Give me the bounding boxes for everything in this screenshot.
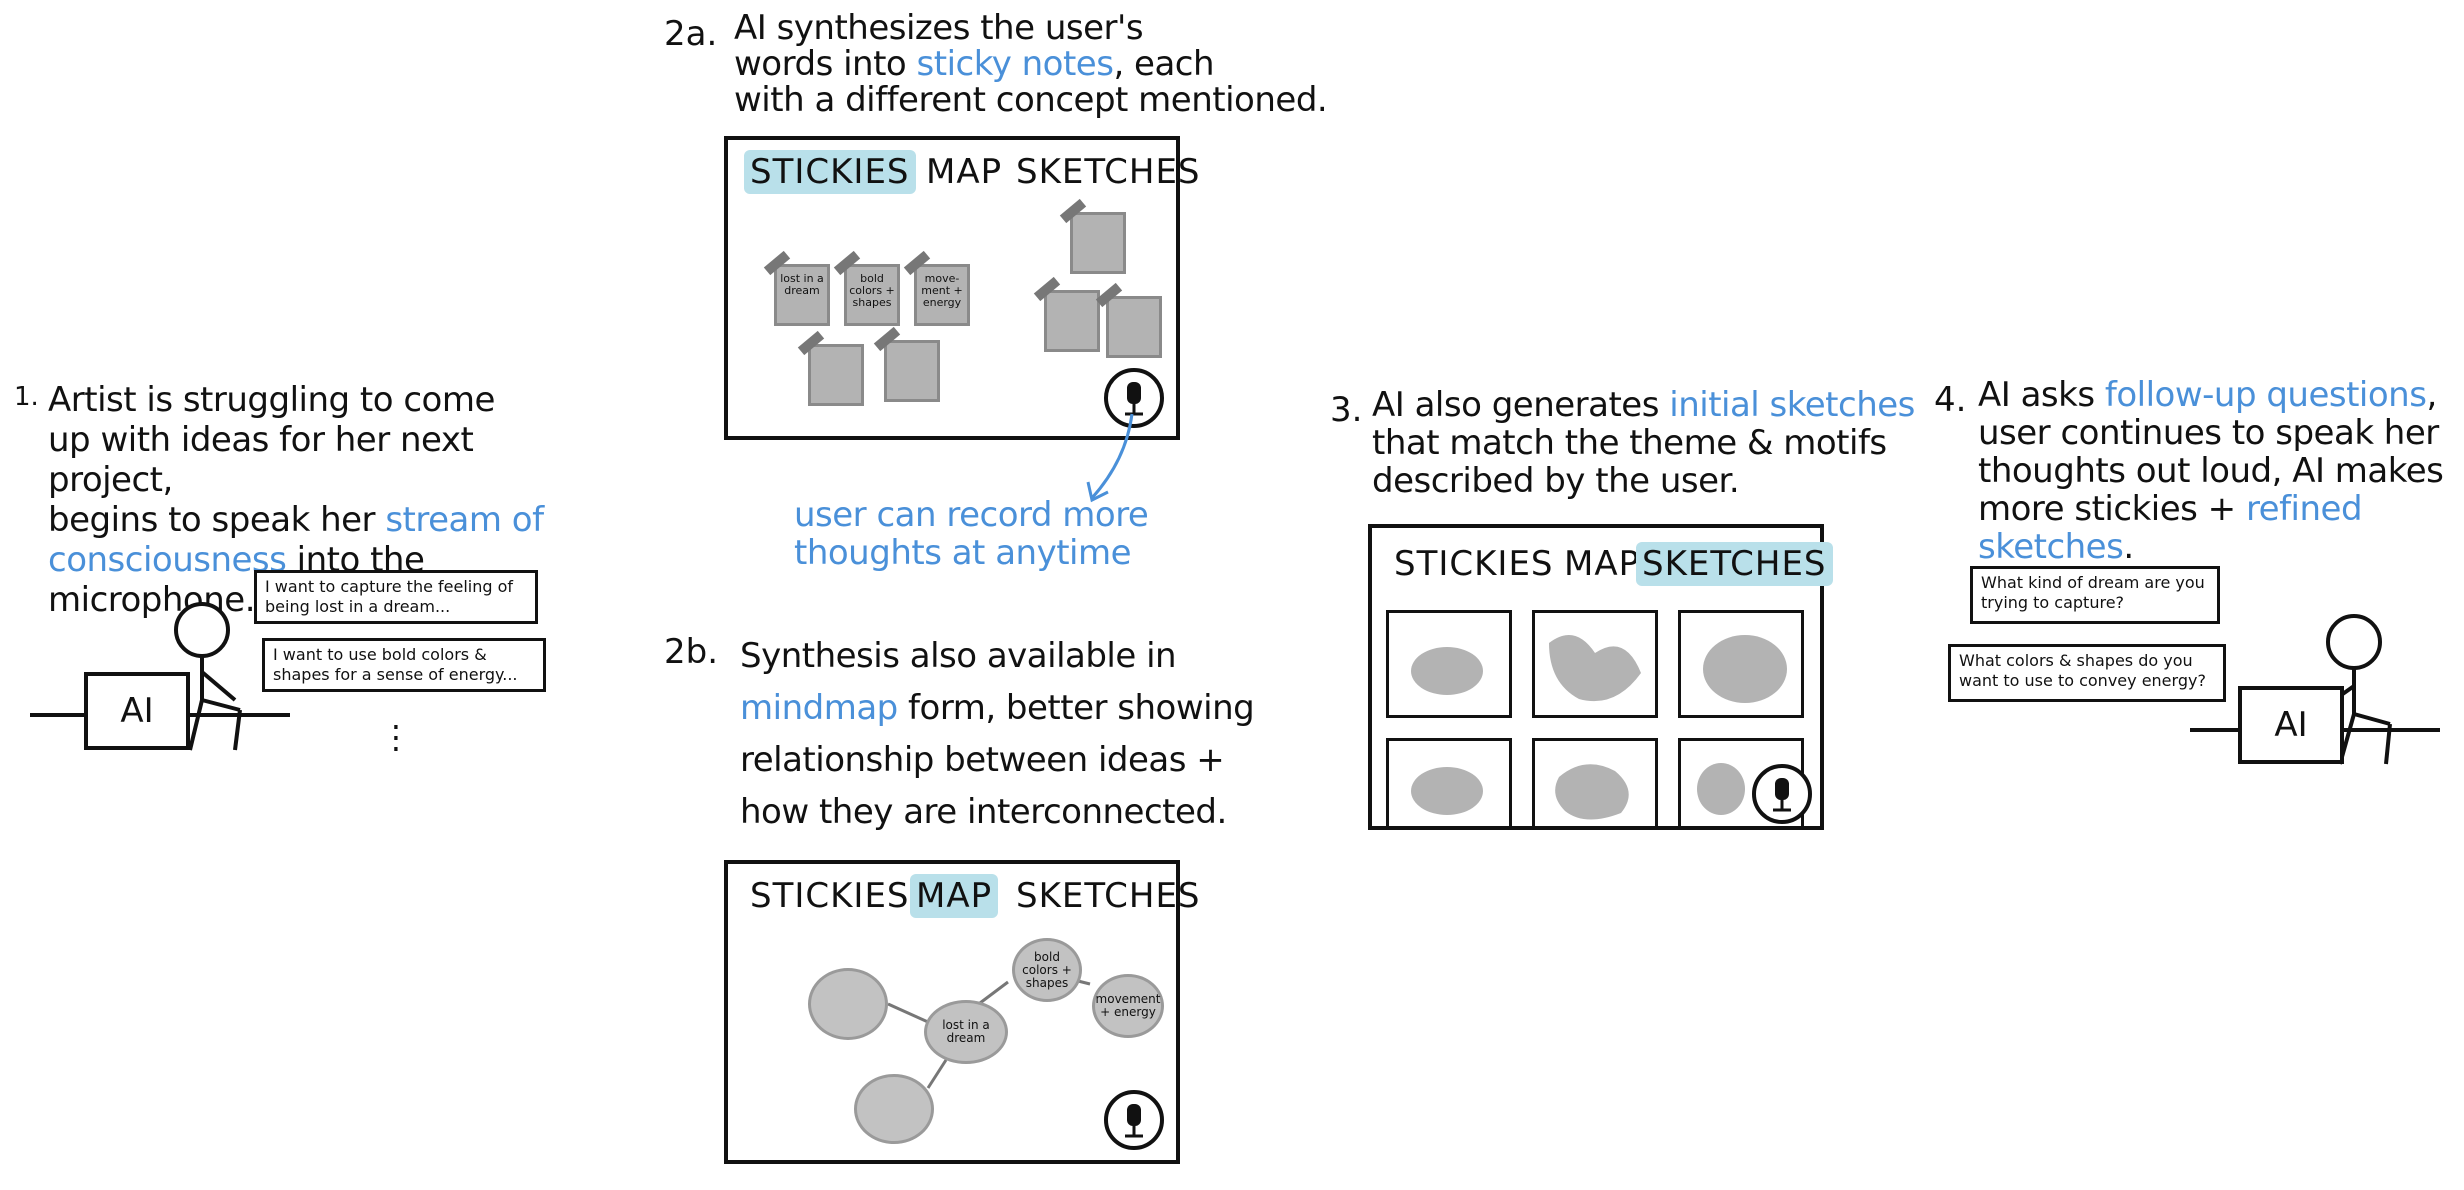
annotation-arrow <box>1086 413 1134 503</box>
sticky-note[interactable] <box>884 340 940 402</box>
record-button[interactable] <box>1752 764 1812 824</box>
artist-figure <box>30 602 290 751</box>
tab-stickies[interactable]: STICKIES <box>744 150 916 194</box>
step3-number: 3. <box>1330 390 1363 430</box>
record-annotation: user can record more thoughts at anytime <box>794 495 1149 573</box>
tab-map[interactable]: MAP <box>926 152 1003 192</box>
step2b-text: Synthesis also available in mindmap form… <box>740 636 1255 832</box>
ellipsis: ⋮ <box>380 718 412 756</box>
question-bubble-2: What colors & shapes do you want to use … <box>1948 644 2226 702</box>
ai-laptop: AI <box>84 672 190 750</box>
step4-text: AI asks follow-up questions, user contin… <box>1978 375 2444 567</box>
microphone-icon <box>1125 382 1143 416</box>
map-screen: STICKIES MAP SKETCHES lost in a dream bo… <box>724 860 1200 1164</box>
sketch-thumbnail[interactable] <box>1532 610 1658 718</box>
mindmap-node[interactable] <box>808 968 888 1040</box>
tab-stickies[interactable]: STICKIES <box>750 876 910 916</box>
question-bubble-1: What kind of dream are you trying to cap… <box>1970 566 2220 624</box>
microphone-icon <box>1773 778 1791 812</box>
sketch-thumbnail[interactable] <box>1386 738 1512 828</box>
stickies-screen: STICKIES MAP SKETCHES lost in a dream bo… <box>724 136 1200 440</box>
person-icon <box>30 602 290 751</box>
sketch-thumbnail[interactable] <box>1678 610 1804 718</box>
sticky-note[interactable] <box>1044 290 1100 352</box>
step2a-text: AI synthesizes the user's words into sti… <box>734 8 1328 120</box>
sticky-note[interactable]: lost in a dream <box>774 264 830 326</box>
step1-number: 1. <box>14 382 39 412</box>
record-button[interactable] <box>1104 368 1164 428</box>
sticky-note[interactable] <box>1106 296 1162 358</box>
speech-bubble-2: I want to use bold colors & shapes for a… <box>262 638 546 692</box>
sketch-thumbnail[interactable] <box>1386 610 1512 718</box>
record-button[interactable] <box>1104 1090 1164 1150</box>
tab-sketches[interactable]: SKETCHES <box>1636 542 1833 586</box>
sticky-note[interactable]: bold colors + shapes <box>844 264 900 326</box>
mindmap-node[interactable]: movement + energy <box>1092 974 1164 1038</box>
tab-map[interactable]: MAP <box>910 874 999 918</box>
microphone-icon <box>1125 1104 1143 1138</box>
step1-highlight: stream of <box>385 500 544 540</box>
sticky-note[interactable] <box>808 344 864 406</box>
step1-highlight2: consciousness <box>48 540 287 580</box>
tab-sketches[interactable]: SKETCHES <box>1016 876 1201 916</box>
step2a-number: 2a. <box>664 14 718 54</box>
step3-text: AI also generates initial sketches that … <box>1372 385 1915 501</box>
sticky-note[interactable]: move-ment + energy <box>914 264 970 326</box>
step4-number: 4. <box>1934 380 1967 420</box>
tab-map[interactable]: MAP <box>1564 544 1641 584</box>
speech-bubble-1: I want to capture the feeling of being l… <box>254 570 538 624</box>
sketches-screen: STICKIES MAP SKETCHES <box>1368 524 1833 830</box>
tab-sketches[interactable]: SKETCHES <box>1016 152 1201 192</box>
sticky-note[interactable] <box>1070 212 1126 274</box>
tab-stickies[interactable]: STICKIES <box>1394 544 1554 584</box>
ai-laptop: AI <box>2238 686 2344 764</box>
step2b-number: 2b. <box>664 632 719 672</box>
mindmap-node[interactable] <box>854 1074 934 1144</box>
sketch-thumbnail[interactable] <box>1532 738 1658 828</box>
mindmap-node[interactable]: lost in a dream <box>924 1000 1008 1064</box>
mindmap-node[interactable]: bold colors + shapes <box>1012 938 1082 1002</box>
